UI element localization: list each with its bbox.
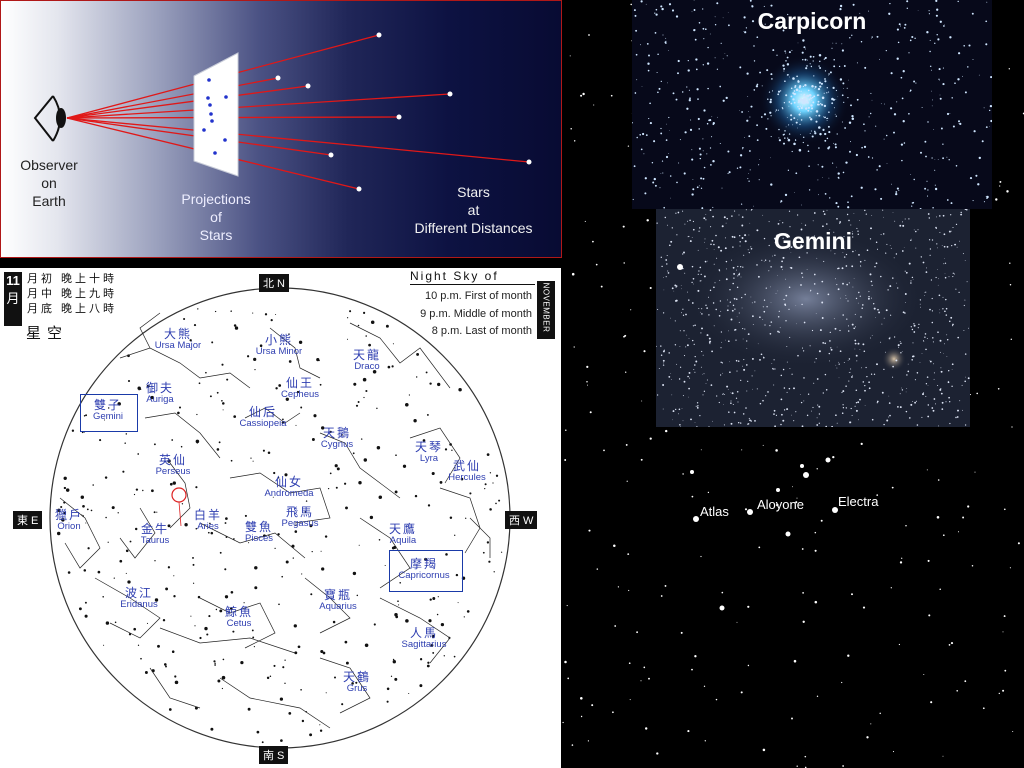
star-label-alcyone: Aloyone xyxy=(757,497,804,512)
gemini-photo: Gemini xyxy=(656,209,970,427)
gemini-starfield xyxy=(656,209,970,427)
direction-north: 北 N xyxy=(259,274,289,292)
month-badge: 11 月 xyxy=(4,272,22,326)
capricorn-cluster xyxy=(632,0,992,209)
november-star-chart: 11 月 月初 晚上十時 月中 晚上九時 月底 晚上八時 星空 Night Sk… xyxy=(0,268,561,768)
constellation-lines xyxy=(59,312,491,729)
sky-title-zh: 星空 xyxy=(26,325,69,342)
projection-plane xyxy=(193,52,239,177)
time-notes: 10 p.m. First of month 9 p.m. Middle of … xyxy=(420,290,532,337)
target-marker xyxy=(171,487,187,503)
month-en-badge: NOVEMBER xyxy=(537,281,555,339)
sight-lines xyxy=(66,34,530,190)
gemini-title: Gemini xyxy=(774,228,852,254)
capricorn-title: Carpicorn xyxy=(757,8,867,34)
time-notes-zh: 月初 晚上十時 月中 晚上九時 月底 晚上八時 xyxy=(27,273,118,315)
star-label-electra: Electra xyxy=(838,494,879,509)
gemini-highlight-box xyxy=(80,394,138,432)
capricorn-photo: Carpicorn xyxy=(632,0,992,209)
star-label-atlas: Atlas xyxy=(700,504,729,519)
direction-west: 西 W xyxy=(505,511,538,529)
distant-stars xyxy=(275,32,532,192)
chart-title: Night Sky of xyxy=(410,269,499,283)
sky-disc xyxy=(49,287,511,749)
direction-east: 東 E xyxy=(13,511,43,529)
capricornus-highlight-box xyxy=(389,550,463,592)
projected-points xyxy=(202,78,228,155)
diagram-drawing xyxy=(33,32,532,192)
direction-south: 南 S xyxy=(259,746,289,764)
eye-icon xyxy=(33,95,66,142)
pleiades-stars xyxy=(690,457,838,611)
